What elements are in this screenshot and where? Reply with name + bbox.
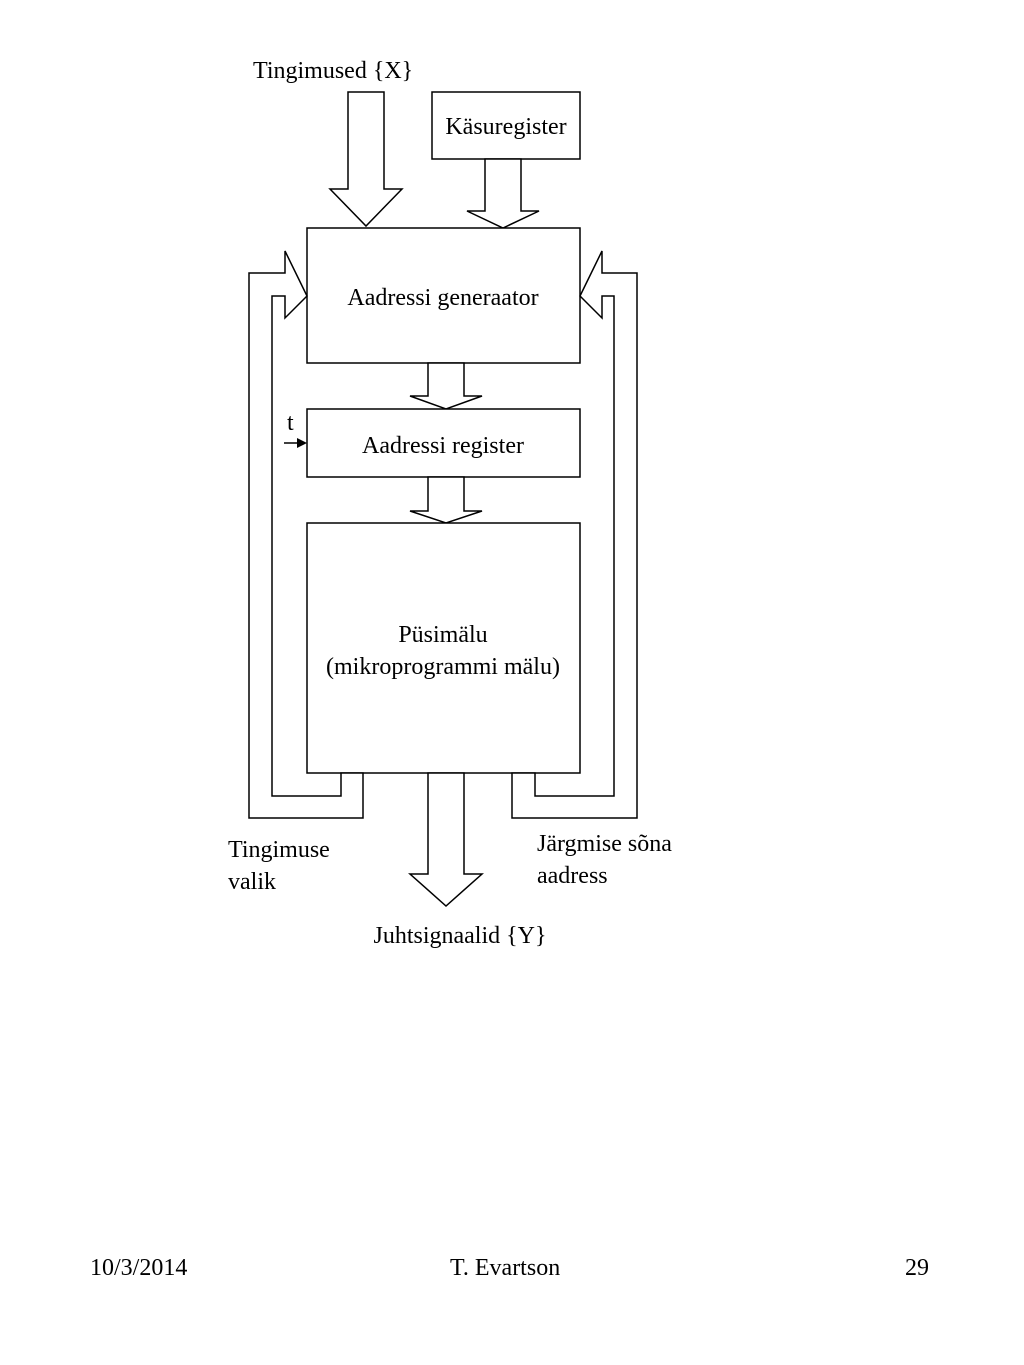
rom-label-line2: (mikroprogrammi mälu) [326, 654, 560, 680]
next-address-feedback-arrow [511, 250, 638, 819]
clock-input-arrow [284, 438, 307, 448]
generator-to-register-arrow [409, 362, 483, 410]
next-address-label-line2: aadress [537, 863, 608, 889]
control-signals-label: Juhtsignaalid {Y} [373, 923, 546, 949]
rom-box [306, 522, 581, 774]
footer-page-number: 29 [905, 1255, 929, 1281]
instruction-register-arrow [466, 158, 540, 229]
conditions-input-arrow [328, 91, 404, 228]
instruction-register-box [431, 91, 581, 160]
condition-select-feedback-arrow [248, 250, 364, 819]
footer-date: 10/3/2014 [90, 1255, 188, 1281]
address-generator-box [306, 227, 581, 364]
instruction-register-label: Käsuregister [445, 114, 566, 140]
next-address-label-line1: Järgmise sõna [537, 831, 672, 857]
control-signals-output-arrow [408, 772, 484, 908]
address-register-label: Aadressi register [362, 433, 524, 459]
footer-author: T. Evartson [450, 1255, 561, 1281]
rom-label-line1: Püsimälu [398, 622, 487, 648]
condition-select-label-line2: valik [228, 869, 276, 895]
address-generator-label: Aadressi generaator [347, 285, 538, 311]
address-register-box [306, 408, 581, 478]
condition-select-label-line1: Tingimuse [228, 837, 330, 863]
conditions-input-label: Tingimused {X} [253, 58, 413, 84]
clock-label: t [287, 410, 294, 436]
register-to-rom-arrow [409, 476, 483, 524]
microprogram-control-diagram: Tingimused {X} Käsuregister Aadressi gen… [228, 58, 672, 949]
